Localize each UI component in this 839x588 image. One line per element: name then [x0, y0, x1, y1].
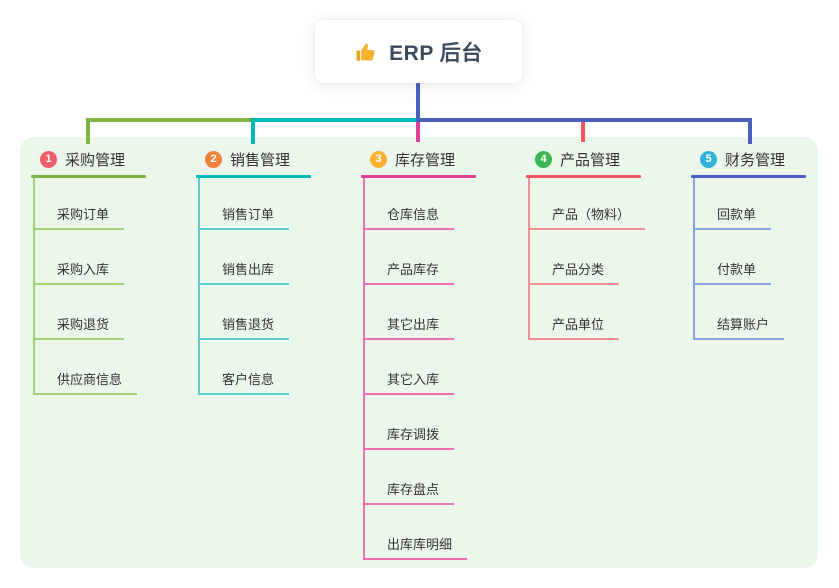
child-node[interactable]: 采购退货 [33, 317, 125, 340]
branch-number-badge: 1 [40, 150, 57, 168]
child-node[interactable]: 产品库存 [363, 262, 455, 285]
drop-line-branch-5 [748, 118, 752, 144]
branch-number-badge: 4 [535, 150, 552, 168]
drop-line-branch-3 [416, 122, 420, 142]
child-node[interactable]: 采购入库 [33, 262, 125, 285]
branch-node[interactable]: 5 财务管理 [700, 146, 785, 172]
branch-number-badge: 5 [700, 150, 717, 168]
bus-line-right [416, 118, 752, 122]
bus-line-left [86, 118, 253, 122]
child-node[interactable]: 结算账户 [693, 317, 785, 340]
branch-underline [361, 175, 476, 178]
branch-spine-line [363, 177, 365, 559]
branch-underline [196, 175, 311, 178]
branch-label: 产品管理 [560, 151, 621, 169]
child-node[interactable]: 产品单位 [528, 317, 620, 340]
child-node[interactable]: 销售出库 [198, 262, 290, 285]
root-node-title: ERP 后台 [389, 41, 483, 65]
bus-line-mid [251, 118, 418, 122]
branch-spine-line [33, 177, 35, 394]
child-node[interactable]: 回款单 [693, 207, 772, 230]
child-node[interactable]: 付款单 [693, 262, 772, 285]
child-node[interactable]: 库存盘点 [363, 482, 455, 505]
thumbs-up-icon [354, 40, 378, 64]
branch-spine-line [198, 177, 200, 394]
child-node[interactable]: 库存调拨 [363, 427, 455, 450]
child-node[interactable]: 产品分类 [528, 262, 620, 285]
child-node[interactable]: 其它入库 [363, 372, 455, 395]
root-node[interactable]: ERP 后台 [315, 20, 522, 83]
child-node[interactable]: 其它出库 [363, 317, 455, 340]
branch-node[interactable]: 3 库存管理 [370, 146, 455, 172]
root-stem-line [416, 83, 420, 120]
child-node[interactable]: 客户信息 [198, 372, 290, 395]
branch-number-badge: 3 [370, 150, 387, 168]
child-node[interactable]: 采购订单 [33, 207, 125, 230]
drop-line-branch-4 [581, 122, 585, 142]
branch-spine-line [693, 177, 695, 339]
branch-underline [31, 175, 146, 178]
branch-label: 销售管理 [230, 151, 291, 169]
mindmap-panel [20, 137, 818, 568]
branch-label: 库存管理 [395, 151, 456, 169]
child-node[interactable]: 产品（物料） [528, 207, 646, 230]
branch-number-badge: 2 [205, 150, 222, 168]
branch-label: 采购管理 [65, 151, 126, 169]
drop-line-branch-2 [251, 118, 255, 144]
branch-underline [691, 175, 806, 178]
branch-node[interactable]: 4 产品管理 [535, 146, 620, 172]
branch-node[interactable]: 1 采购管理 [40, 146, 125, 172]
branch-spine-line [528, 177, 530, 339]
child-node[interactable]: 供应商信息 [33, 372, 138, 395]
child-node[interactable]: 销售订单 [198, 207, 290, 230]
drop-line-branch-1 [86, 118, 90, 144]
branch-node[interactable]: 2 销售管理 [205, 146, 290, 172]
child-node[interactable]: 仓库信息 [363, 207, 455, 230]
child-node[interactable]: 销售退货 [198, 317, 290, 340]
branch-label: 财务管理 [725, 151, 786, 169]
branch-underline [526, 175, 641, 178]
child-node[interactable]: 出库库明细 [363, 537, 468, 560]
